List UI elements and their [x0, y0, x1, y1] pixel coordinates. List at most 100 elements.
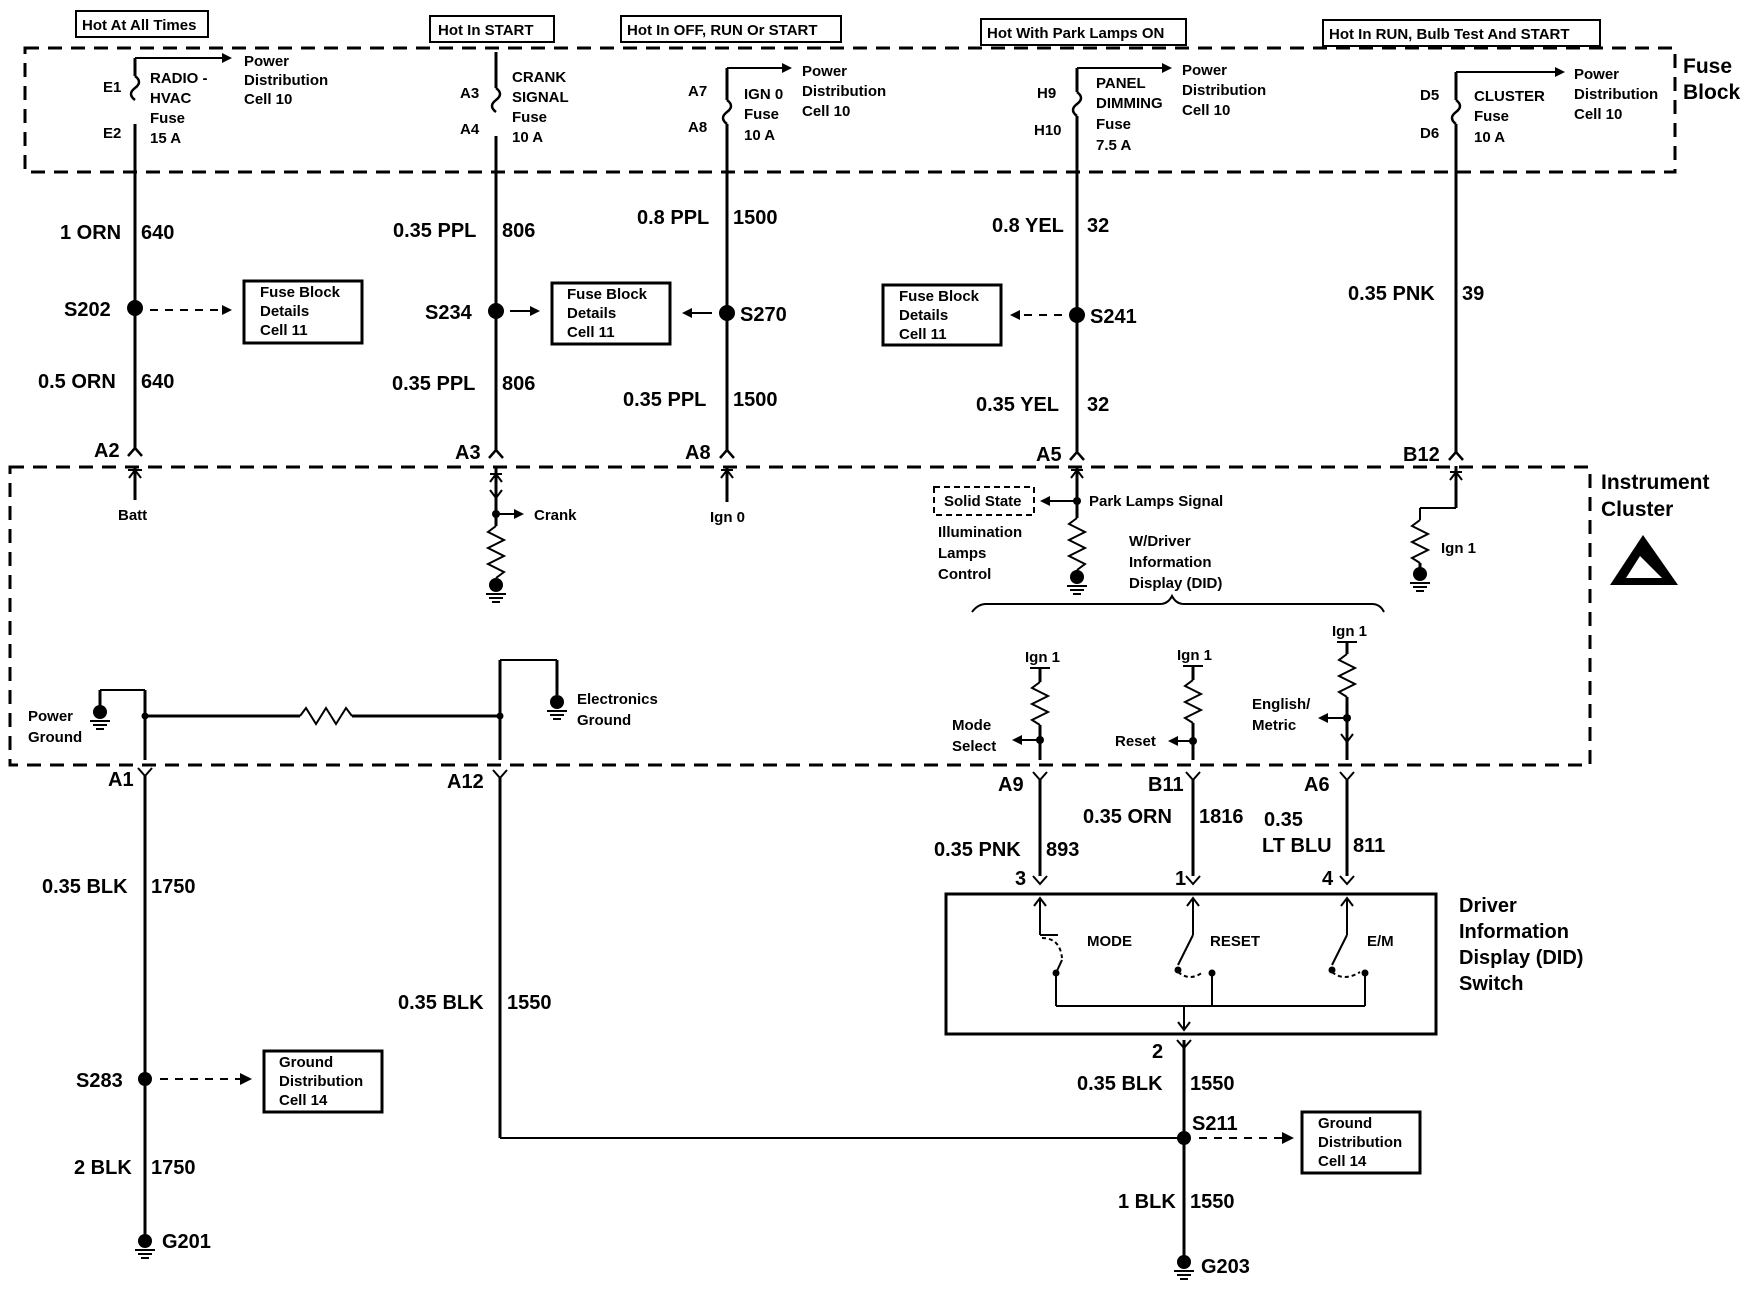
- svg-text:10 A: 10 A: [1474, 129, 1505, 146]
- svg-text:Batt: Batt: [118, 507, 147, 524]
- fuse-block-outline: [23, 46, 1677, 174]
- svg-text:Display (DID): Display (DID): [1459, 947, 1583, 969]
- ground-g201: G201: [134, 1231, 211, 1259]
- svg-text:Crank: Crank: [534, 507, 577, 524]
- svg-text:RESET: RESET: [1210, 933, 1260, 950]
- svg-text:Ign 1: Ign 1: [1177, 647, 1212, 664]
- svg-text:Metric: Metric: [1252, 717, 1296, 734]
- svg-text:H10: H10: [1034, 122, 1062, 139]
- header-hot-at-all-times: Hot At All Times: [75, 10, 209, 38]
- wire-label: 811: [1353, 835, 1385, 857]
- svg-text:S270: S270: [740, 304, 787, 326]
- wdid-note: W/Driver Information Display (DID): [971, 533, 1385, 613]
- svg-text:Information: Information: [1129, 554, 1212, 571]
- svg-text:S211: S211: [1192, 1113, 1238, 1135]
- svg-text:IGN 0: IGN 0: [744, 86, 783, 103]
- svg-text:H9: H9: [1037, 85, 1056, 102]
- wire-label: 1500: [733, 207, 778, 229]
- fuse-cluster: D5 D6 CLUSTER Fuse 10 A Power Distributi…: [1420, 66, 1658, 146]
- wire-label: 0.35 PPL: [623, 389, 706, 411]
- connector-a5: A5: [1036, 444, 1062, 466]
- wire-label: 640: [141, 371, 174, 393]
- electronics-ground: Electronics Ground: [496, 659, 658, 760]
- svg-text:Information: Information: [1459, 921, 1569, 943]
- wire-label: 806: [502, 220, 535, 242]
- svg-text:E/M: E/M: [1367, 933, 1394, 950]
- svg-text:Hot In OFF, RUN Or START: Hot In OFF, RUN Or START: [627, 22, 818, 39]
- svg-text:Ign 1: Ign 1: [1025, 649, 1060, 666]
- wire-label: 1550: [1190, 1073, 1235, 1095]
- svg-text:Mode: Mode: [952, 717, 991, 734]
- svg-text:D5: D5: [1420, 87, 1439, 104]
- svg-text:Fuse: Fuse: [1474, 108, 1509, 125]
- connector-a12: A12: [447, 771, 484, 793]
- svg-text:A7: A7: [688, 83, 707, 100]
- svg-text:Fuse: Fuse: [150, 110, 185, 127]
- wire-label: 1550: [1190, 1191, 1235, 1213]
- svg-text:Hot At All Times: Hot At All Times: [82, 17, 196, 34]
- svg-text:Power: Power: [802, 63, 847, 80]
- svg-text:4: 4: [1322, 868, 1334, 890]
- svg-text:Switch: Switch: [1459, 973, 1523, 995]
- header-hot-in-off-run-start: Hot In OFF, RUN Or START: [620, 15, 842, 43]
- svg-text:Display (DID): Display (DID): [1129, 575, 1222, 592]
- splice-s211: S211: [1177, 1113, 1294, 1145]
- svg-text:Cell 14: Cell 14: [1318, 1153, 1367, 1170]
- svg-text:E2: E2: [103, 125, 121, 142]
- svg-text:Solid State: Solid State: [944, 493, 1022, 510]
- svg-text:Power: Power: [28, 708, 73, 725]
- svg-text:S202: S202: [64, 299, 111, 321]
- svg-text:Fuse: Fuse: [1096, 116, 1131, 133]
- wire-label: LT BLU: [1262, 835, 1332, 857]
- ground-g203: G203: [1173, 1254, 1250, 1280]
- wire-label: 1816: [1199, 806, 1244, 828]
- instrument-cluster-label: Instrument: [1601, 471, 1710, 494]
- svg-text:DIMMING: DIMMING: [1096, 95, 1163, 112]
- wire-label: 0.35 PPL: [393, 220, 476, 242]
- wire-label: 0.35 PPL: [392, 373, 475, 395]
- svg-text:Distribution: Distribution: [802, 83, 886, 100]
- svg-text:Details: Details: [260, 303, 309, 320]
- connector-a9: A9: [998, 774, 1024, 796]
- svg-text:Lamps: Lamps: [938, 545, 986, 562]
- english-metric-input: Ign 1 English/ Metric: [1252, 623, 1367, 760]
- splice-s241: S241: [1010, 306, 1137, 328]
- svg-text:15 A: 15 A: [150, 130, 181, 147]
- ref-box-fuse-block-details-1: Fuse Block Details Cell 11: [242, 279, 364, 345]
- svg-text:Distribution: Distribution: [1182, 82, 1266, 99]
- svg-text:Power: Power: [244, 53, 289, 70]
- ign0-input: Ign 0: [710, 466, 745, 526]
- svg-text:Cell 11: Cell 11: [899, 326, 947, 343]
- svg-text:Cell 10: Cell 10: [1574, 106, 1622, 123]
- svg-text:Illumination: Illumination: [938, 524, 1022, 541]
- svg-text:Control: Control: [938, 566, 991, 583]
- wire-label: 1500: [733, 389, 778, 411]
- park-lamps-signal: Park Lamps Signal: [1040, 466, 1223, 595]
- svg-text:3: 3: [1015, 868, 1026, 890]
- svg-text:Distribution: Distribution: [1574, 86, 1658, 103]
- wire-label: 0.35: [1264, 809, 1303, 831]
- wire-label: 1750: [151, 876, 196, 898]
- connector-a3: A3: [455, 442, 481, 464]
- svg-text:Distribution: Distribution: [1318, 1134, 1402, 1151]
- svg-text:W/Driver: W/Driver: [1129, 533, 1191, 550]
- ground-resistor-link: [145, 706, 500, 726]
- svg-text:7.5 A: 7.5 A: [1096, 137, 1131, 154]
- wire-label: 32: [1087, 394, 1109, 416]
- svg-text:S234: S234: [425, 302, 473, 324]
- splice-s283: S283: [76, 1070, 252, 1092]
- svg-text:Fuse Block: Fuse Block: [260, 284, 341, 301]
- svg-text:E1: E1: [103, 79, 121, 96]
- crank-input: Crank: [485, 466, 577, 603]
- svg-text:Fuse: Fuse: [744, 106, 779, 123]
- instrument-cluster-label-2: Cluster: [1601, 498, 1673, 521]
- fuse-panel-dimming: H9 H10 PANEL DIMMING Fuse 7.5 A Power Di…: [1034, 62, 1266, 154]
- wire-label: 640: [141, 222, 174, 244]
- svg-text:Ign 1: Ign 1: [1441, 540, 1476, 557]
- wire-label: 0.35 BLK: [42, 876, 128, 898]
- svg-text:1: 1: [1175, 868, 1186, 890]
- svg-text:Ground: Ground: [279, 1054, 333, 1071]
- ref-box-ground-distribution-2: Ground Distribution Cell 14: [1300, 1110, 1422, 1175]
- power-ground: Power Ground: [28, 689, 149, 760]
- svg-text:SIGNAL: SIGNAL: [512, 89, 569, 106]
